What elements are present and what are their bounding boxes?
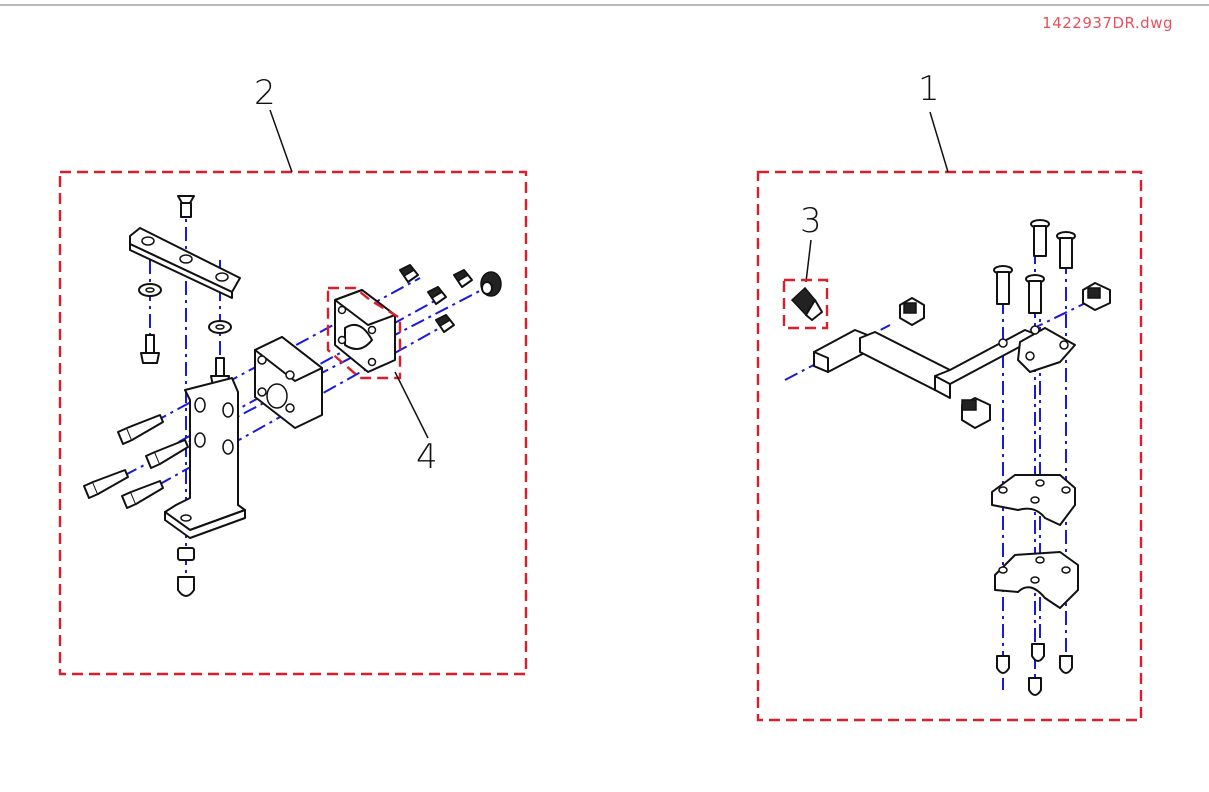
callout-1: 1 [918,69,940,109]
square-tube-frame [813,325,1076,399]
detail-3-outline [782,278,829,330]
hex-nut [177,547,195,561]
cap-nut [177,576,195,597]
clamp-block [334,289,396,373]
detail-4-outline [326,286,402,380]
l-bracket [164,377,246,539]
cap-nut [1028,677,1042,696]
callout-4-leader [394,371,429,439]
cap-nut [1031,643,1045,662]
mounting-plate [129,227,241,299]
flat-head-screw [1030,219,1050,257]
pipe-clamp-upper [991,474,1076,526]
callout-2: 2 [254,73,276,113]
tube-end-cap [790,286,823,321]
cap-nut [452,269,473,288]
callout-4: 4 [416,437,438,477]
tube-plug [899,297,925,326]
cap-nut [398,264,419,283]
cap-nut [426,286,447,305]
callout-1-leader [929,111,949,173]
flat-head-screw [145,439,189,469]
flat-head-screw [993,265,1013,305]
assembly-2-group: 2 [58,73,528,676]
flat-head-screw [117,414,164,445]
callout-3-leader [805,239,812,283]
assembly-1-group: 1 3 [756,69,1143,722]
top-border-line [0,4,1209,6]
flat-head-screw [121,480,164,509]
hex-bolt [140,334,160,364]
tube-plug [961,397,991,429]
axis-line [134,324,446,499]
tube-plug [1082,282,1111,311]
flat-head-screw [83,469,129,499]
drawing-filename: 1422937DR.dwg [1042,14,1173,32]
callout-2-leader [269,109,293,173]
assembly-1-outline [756,170,1143,722]
assembly-2-outline [58,170,528,676]
flat-head-screw [177,195,195,218]
cap-nut [434,314,455,333]
cap-nut [996,655,1010,674]
flat-head-screw [1056,231,1076,269]
spacer-block [254,336,323,429]
flat-head-screw [1025,274,1045,314]
callout-3: 3 [800,201,822,241]
cap-nut [1059,655,1073,674]
pipe-clamp-lower [994,551,1079,609]
knurled-knob [480,271,502,297]
